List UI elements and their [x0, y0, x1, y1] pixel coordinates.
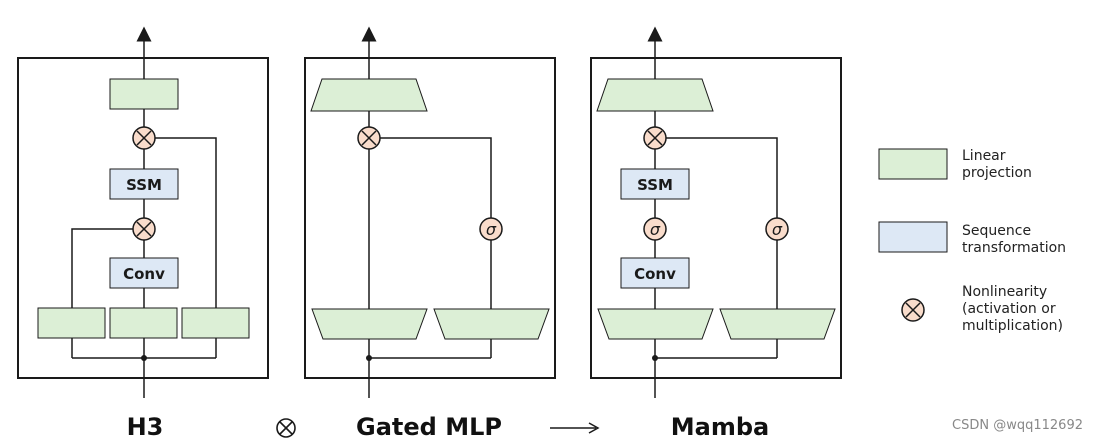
legend-sequence-transformation-line1: Sequence — [962, 223, 1031, 239]
h3-wires — [71, 26, 217, 398]
gated-mlp-linear-projection-left — [311, 308, 428, 340]
mamba-junction-dot — [652, 355, 658, 361]
h3-linear-projection-2 — [109, 307, 178, 339]
combine-operator-icon — [276, 418, 296, 438]
legend: Linear projection Sequence transformatio… — [878, 148, 1066, 334]
mamba-ssm-label: SSM — [637, 176, 673, 194]
legend-linear-projection-swatch — [878, 148, 948, 180]
mamba-sigma-label-right: σ — [772, 220, 783, 239]
h3-conv-label: Conv — [123, 265, 165, 283]
mamba-multiply-node — [643, 126, 667, 150]
mamba-sigma-node-right — [765, 217, 789, 241]
gated-mlp-title: Gated MLP — [356, 413, 502, 441]
mamba-conv-label: Conv — [634, 265, 676, 283]
h3-ssm-box — [109, 168, 179, 200]
becomes-arrow-icon — [550, 422, 600, 434]
h3-multiply-node-upper — [132, 126, 156, 150]
legend-sequence-transformation-line2: transformation — [962, 240, 1066, 256]
legend-linear-projection-line1: Linear — [962, 148, 1006, 164]
h3-junction-dot — [141, 355, 147, 361]
mamba-sigma-label-left: σ — [650, 220, 661, 239]
h3-ssm-label: SSM — [126, 176, 162, 194]
h3-linear-projection-3 — [181, 307, 250, 339]
h3-multiply-node-lower — [132, 217, 156, 241]
legend-nonlinearity-line3: multiplication) — [962, 318, 1063, 334]
gated-mlp-junction-dot — [366, 355, 372, 361]
legend-nonlinearity-icon — [901, 298, 925, 322]
mamba-linear-projection-left — [597, 308, 714, 340]
h3-output-projection — [109, 78, 179, 110]
h3-linear-projection-1 — [37, 307, 106, 339]
gated-mlp-sigma-label: σ — [486, 220, 497, 239]
mamba-block: Conv σ σ SSM — [590, 26, 842, 398]
mamba-wires — [647, 26, 778, 398]
gated-mlp-wires — [361, 26, 492, 398]
mamba-output-projection — [596, 78, 714, 112]
legend-nonlinearity-line1: Nonlinearity — [962, 284, 1047, 300]
gated-mlp-frame — [304, 57, 556, 379]
legend-nonlinearity-line2: (activation or — [962, 301, 1056, 317]
gated-mlp-output-projection — [310, 78, 428, 112]
legend-linear-projection-line2: projection — [962, 165, 1032, 181]
mamba-frame — [590, 57, 842, 379]
mamba-ssm-box — [620, 168, 690, 200]
h3-title: H3 — [127, 413, 164, 441]
watermark: CSDN @wqq112692 — [952, 418, 1083, 433]
gated-mlp-linear-projection-right — [433, 308, 550, 340]
h3-block: Conv SSM — [17, 26, 269, 398]
gated-mlp-multiply-node — [357, 126, 381, 150]
gated-mlp-sigma-node — [479, 217, 503, 241]
mamba-title: Mamba — [671, 413, 769, 441]
h3-frame — [17, 57, 269, 379]
mamba-sigma-node-left — [643, 217, 667, 241]
gated-mlp-block: σ — [304, 26, 556, 398]
h3-conv-box — [109, 257, 179, 289]
legend-sequence-transformation-swatch — [878, 221, 948, 253]
mamba-conv-box — [620, 257, 690, 289]
mamba-linear-projection-right — [719, 308, 836, 340]
